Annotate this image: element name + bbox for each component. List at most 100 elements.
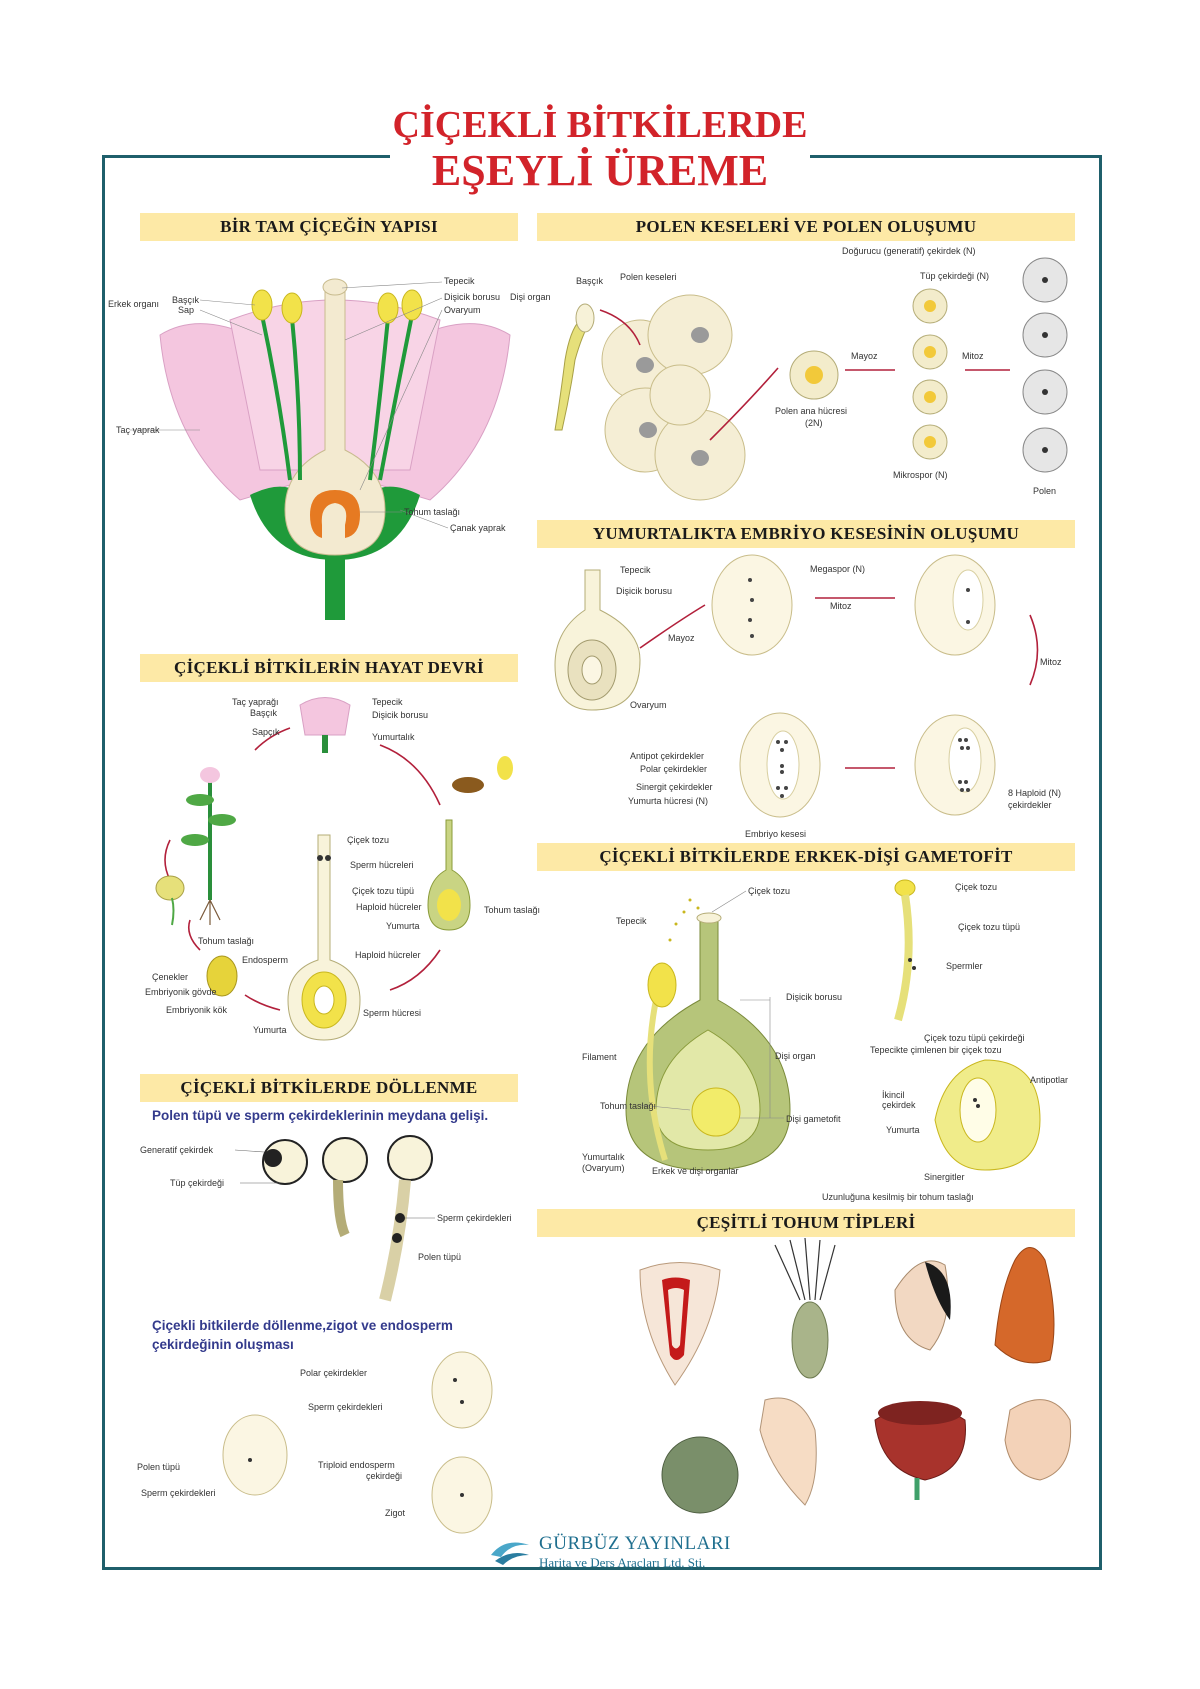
seed-6	[661, 1436, 739, 1514]
header-seeds: ÇEŞİTLİ TOHUM TİPLERİ	[537, 1209, 1075, 1237]
label-embryo-disicik: Dişicik borusu	[616, 586, 673, 596]
flower-stalk	[325, 555, 345, 620]
label-gam-uzunlugu: Uzunluğuna kesilmiş bir tohum taslağı	[822, 1192, 974, 1202]
label-gam-filament: Filament	[582, 1052, 617, 1062]
label-life-cicek-tozu: Çiçek tozu	[347, 835, 390, 845]
label-life-tohum-r: Tohum taslağı	[484, 905, 541, 915]
seed-5	[759, 1397, 817, 1506]
label-life-tup: Çiçek tozu tüpü	[352, 886, 415, 896]
logo-icon	[491, 1542, 529, 1565]
seed-8	[1004, 1399, 1072, 1481]
footer-brand-sub: Harita ve Ders Araçları Ltd. Şti.	[539, 1555, 706, 1570]
label-gam-tohum: Tohum taslağı	[600, 1101, 657, 1111]
label-gam-ovaryum: (Ovaryum)	[582, 1163, 625, 1173]
label-life-yumurtalik: Yumurtalık	[372, 732, 415, 742]
label-polen-ana: Polen ana hücresi	[775, 406, 848, 416]
label-fert-triploid1: Triploid endosperm	[318, 1460, 395, 1470]
seed-2	[774, 1237, 836, 1301]
label-fert-tup: Tüp çekirdeği	[170, 1178, 225, 1188]
seed-4	[994, 1247, 1055, 1364]
label-gam-disi-organ: Dişi organ	[775, 1051, 816, 1061]
label-gam-cicek-tozu-r: Çiçek tozu	[955, 882, 998, 892]
fert-subtitle-2b: çekirdeğinin oluşması	[152, 1337, 294, 1352]
title-line-1: ÇİÇEKLİ BİTKİLERDE	[392, 104, 808, 146]
title-line-2: EŞEYLİ ÜREME	[431, 145, 769, 195]
label-yumurta-hucresi: Yumurta hücresi (N)	[628, 796, 709, 806]
header-life-cycle: ÇİÇEKLİ BİTKİLERİN HAYAT DEVRİ	[140, 654, 518, 682]
label-canak-yaprak: Çanak yaprak	[450, 523, 506, 533]
label-bascik: Başçık	[172, 295, 200, 305]
label-life-tohum: Tohum taslağı	[198, 936, 255, 946]
label-life-sperm-hucresi: Sperm hücresi	[363, 1008, 422, 1018]
label-fert-zigot: Zigot	[385, 1508, 406, 1518]
label-erkek-organ: Erkek organı	[108, 299, 160, 309]
label-disi-organ: Dişi organ	[510, 292, 551, 302]
label-tup-cekirdegi: Tüp çekirdeği (N)	[920, 271, 990, 281]
label-gam-spermler: Spermler	[946, 961, 983, 971]
label-fert-polen-tupu2: Polen tüpü	[137, 1462, 181, 1472]
label-sinergit: Sinergit çekirdekler	[636, 782, 713, 792]
label-fert-triploid2: çekirdeği	[366, 1471, 403, 1481]
label-gam-yumurta: Yumurta	[886, 1125, 920, 1135]
label-polen: Polen	[1033, 486, 1057, 496]
label-life-govde: Embriyonik gövde	[145, 987, 217, 997]
label-life-tepecik: Tepecik	[372, 697, 403, 707]
pistil	[284, 289, 386, 556]
label-embryo-ovaryum: Ovaryum	[630, 700, 667, 710]
anther-3	[377, 292, 399, 324]
fert-subtitle-2a: Çiçekli bitkilerde döllenme,zigot ve end…	[152, 1318, 453, 1333]
label-life-yumurta2: Yumurta	[253, 1025, 287, 1035]
header-gametophyte: ÇİÇEKLİ BİTKİLERDE ERKEK-DİŞİ GAMETOFİT	[537, 843, 1075, 871]
label-life-tac: Taç yaprağı	[232, 697, 279, 707]
label-embryo-mayoz: Mayoz	[668, 633, 695, 643]
label-pollen-bascik: Başçık	[576, 276, 604, 286]
label-life-kok: Embriyonik kök	[166, 1005, 228, 1015]
label-gam-tepecikte: Tepecikte çimlenen bir çiçek tozu	[870, 1045, 1002, 1055]
label-gam-ikincil: İkincil	[882, 1090, 905, 1100]
label-gam-disicik: Dişicik borusu	[786, 992, 843, 1002]
label-life-sperm-hucreleri: Sperm hücreleri	[350, 860, 414, 870]
footer-brand: GÜRBÜZ YAYINLARI	[539, 1533, 731, 1554]
label-polen-ana-2n: (2N)	[805, 418, 823, 428]
label-gam-antipotlar: Antipotlar	[1030, 1075, 1069, 1085]
label-haploid-1: 8 Haploid (N)	[1008, 788, 1062, 798]
label-life-cenekler: Çenekler	[152, 972, 189, 982]
label-life-haploid: Haploid hücreler	[356, 902, 422, 912]
label-gam-tup: Çiçek tozu tüpü	[958, 922, 1021, 932]
footer-logo: GÜRBÜZ YAYINLARI Harita ve Ders Araçları…	[485, 1533, 731, 1571]
label-haploid-2: çekirdekler	[1008, 800, 1052, 810]
stigma	[322, 278, 348, 296]
label-gam-cicek-tozu: Çiçek tozu	[748, 886, 791, 896]
label-embriyo-kesesi: Embriyo kesesi	[745, 829, 807, 839]
label-gam-erkek-disi: Erkek ve dişi organlar	[652, 1166, 739, 1176]
label-dogurucu: Doğurucu (generatif) çekirdek (N)	[842, 246, 976, 256]
ovule	[310, 490, 360, 538]
label-gam-disi-gametofit: Dişi gametofit	[786, 1114, 841, 1124]
label-megaspor: Megaspor (N)	[810, 564, 866, 574]
label-fert-sperm: Sperm çekirdekleri	[437, 1213, 512, 1223]
label-mikrospor: Mikrospor (N)	[893, 470, 948, 480]
label-fert-sperm3: Sperm çekirdekleri	[141, 1488, 216, 1498]
label-life-yumurta: Yumurta	[386, 921, 420, 931]
label-mitoz: Mitoz	[962, 351, 984, 361]
label-fert-polen-tupu: Polen tüpü	[418, 1252, 462, 1262]
label-fert-polar: Polar çekirdekler	[300, 1368, 368, 1378]
label-life-disicik: Dişicik borusu	[372, 710, 429, 720]
label-life-endosperm: Endosperm	[242, 955, 289, 965]
label-tepecik: Tepecik	[444, 276, 475, 286]
label-mayoz: Mayoz	[851, 351, 878, 361]
anther-4	[401, 289, 423, 321]
label-life-sapcik: Sapçık	[252, 727, 280, 737]
header-embryo-sac: YUMURTALIKTA EMBRİYO KESESİNİN OLUŞUMU	[537, 520, 1075, 548]
label-polar: Polar çekirdekler	[640, 764, 708, 774]
label-gam-ikincil2: çekirdek	[882, 1100, 916, 1110]
label-embryo-tepecik: Tepecik	[620, 565, 651, 575]
label-fert-generatif: Generatif çekirdek	[140, 1145, 214, 1155]
label-antipot: Antipot çekirdekler	[630, 751, 705, 761]
label-sap: Sap	[178, 305, 195, 315]
